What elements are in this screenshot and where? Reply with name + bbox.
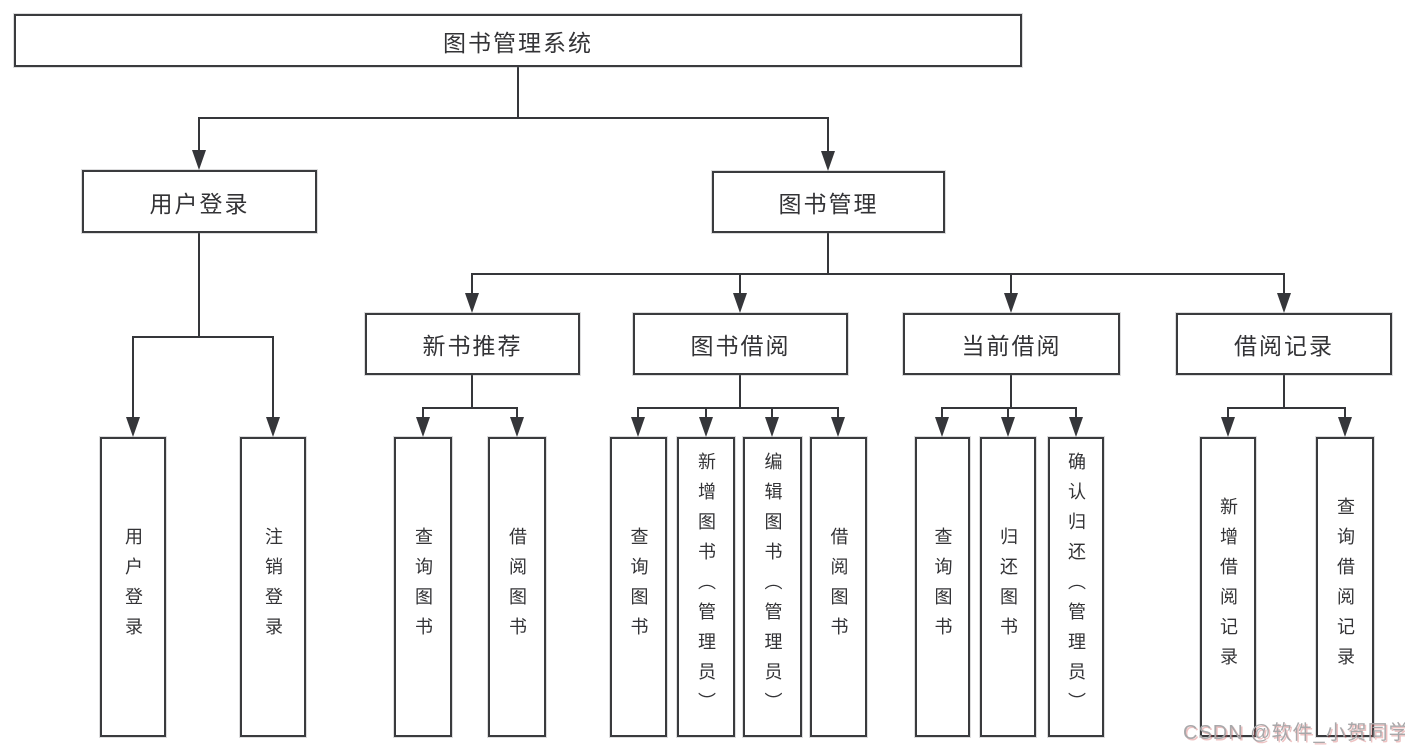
connector-line	[941, 407, 943, 419]
node-borrowing-records: 借阅记录	[1176, 313, 1392, 375]
connector-line	[1283, 273, 1285, 295]
connector-line	[471, 273, 1284, 275]
node-label: 用户登录	[149, 190, 250, 217]
connector-line	[637, 407, 639, 419]
leaf-label: 编辑图书（管理员）	[762, 452, 783, 722]
csdn-watermark: CSDN @软件_小贺同学	[1183, 722, 1405, 744]
leaf-logout: 注销登录	[240, 437, 306, 737]
arrow-down-icon	[935, 417, 949, 437]
connector-line	[705, 407, 707, 419]
connector-line	[422, 407, 518, 409]
connector-line	[771, 407, 773, 419]
connector-line	[132, 336, 273, 338]
connector-line	[516, 407, 518, 419]
connector-line	[1227, 407, 1345, 409]
connector-line	[198, 117, 829, 119]
connector-line	[837, 407, 839, 419]
leaf-current-return-book: 归还图书	[980, 437, 1036, 737]
leaf-label: 查询图书	[413, 527, 433, 647]
node-label: 新书推荐	[422, 333, 523, 359]
leaf-borrowing-query-book: 查询图书	[610, 437, 667, 737]
connector-line	[827, 233, 829, 275]
arrow-down-icon	[416, 417, 430, 437]
arrow-down-icon	[465, 293, 479, 313]
node-library-management-system: 图书管理系统	[14, 14, 1022, 67]
leaf-label: 借阅图书	[828, 527, 849, 647]
leaf-label: 新增图书（管理员）	[696, 452, 716, 722]
connector-line	[132, 336, 134, 419]
leaf-label: 注销登录	[263, 527, 283, 647]
arrow-down-icon	[126, 417, 140, 437]
node-current-borrowing: 当前借阅	[903, 313, 1120, 375]
arrow-down-icon	[1069, 417, 1083, 437]
node-user-login: 用户登录	[82, 170, 317, 233]
leaf-label: 归还图书	[998, 527, 1018, 647]
connector-line	[198, 117, 200, 153]
leaf-newbook-query-book: 查询图书	[394, 437, 452, 737]
node-label: 当前借阅	[961, 333, 1062, 359]
connector-line	[1010, 375, 1012, 409]
connector-line	[739, 375, 741, 409]
leaf-label: 用户登录	[123, 527, 143, 647]
arrow-down-icon	[266, 417, 280, 437]
connector-line	[272, 336, 274, 419]
connector-line	[1010, 273, 1012, 295]
connector-line	[422, 407, 424, 419]
leaf-borrowing-edit-book-admin: 编辑图书（管理员）	[743, 437, 802, 737]
arrow-down-icon	[821, 151, 835, 171]
connector-line	[637, 407, 839, 409]
arrow-down-icon	[765, 417, 779, 437]
leaf-label: 借阅图书	[507, 527, 527, 647]
leaf-label: 查询图书	[932, 527, 953, 647]
arrow-down-icon	[1221, 417, 1235, 437]
leaf-newbook-borrow-book: 借阅图书	[488, 437, 546, 737]
connector-line	[198, 233, 200, 338]
leaf-label: 新增借阅记录	[1218, 497, 1238, 677]
arrow-down-icon	[192, 150, 206, 170]
node-new-book-recommendation: 新书推荐	[365, 313, 580, 375]
arrow-down-icon	[831, 417, 845, 437]
leaf-record-add-borrow-record: 新增借阅记录	[1200, 437, 1256, 737]
connector-line	[1007, 407, 1009, 419]
leaf-current-query-book: 查询图书	[915, 437, 970, 737]
arrow-down-icon	[733, 293, 747, 313]
node-label: 图书借阅	[690, 333, 791, 359]
leaf-label: 查询图书	[628, 527, 649, 647]
arrow-down-icon	[1277, 293, 1291, 313]
arrow-down-icon	[699, 417, 713, 437]
connector-line	[1344, 407, 1346, 419]
arrow-down-icon	[1338, 417, 1352, 437]
connector-line	[739, 273, 741, 295]
node-label: 图书管理系统	[443, 29, 593, 56]
node-label: 图书管理	[778, 191, 879, 217]
leaf-record-query-borrow-record: 查询借阅记录	[1316, 437, 1374, 737]
arrow-down-icon	[1001, 417, 1015, 437]
arrow-down-icon	[1004, 293, 1018, 313]
leaf-user-login: 用户登录	[100, 437, 166, 737]
connector-line	[471, 273, 473, 295]
leaf-borrowing-add-book-admin: 新增图书（管理员）	[677, 437, 735, 737]
connector-line	[517, 67, 519, 117]
connector-line	[827, 117, 829, 154]
leaf-borrowing-borrow-book: 借阅图书	[810, 437, 867, 737]
connector-line	[471, 375, 473, 409]
connector-line	[1283, 375, 1285, 409]
node-book-management: 图书管理	[712, 171, 945, 233]
node-book-borrowing: 图书借阅	[633, 313, 848, 375]
leaf-label: 确认归还（管理员）	[1066, 452, 1086, 722]
connector-line	[1227, 407, 1229, 419]
connector-line	[1075, 407, 1077, 419]
leaf-label: 查询借阅记录	[1335, 497, 1355, 677]
arrow-down-icon	[631, 417, 645, 437]
leaf-current-confirm-return-admin: 确认归还（管理员）	[1048, 437, 1104, 737]
node-label: 借阅记录	[1234, 333, 1334, 359]
arrow-down-icon	[510, 417, 524, 437]
